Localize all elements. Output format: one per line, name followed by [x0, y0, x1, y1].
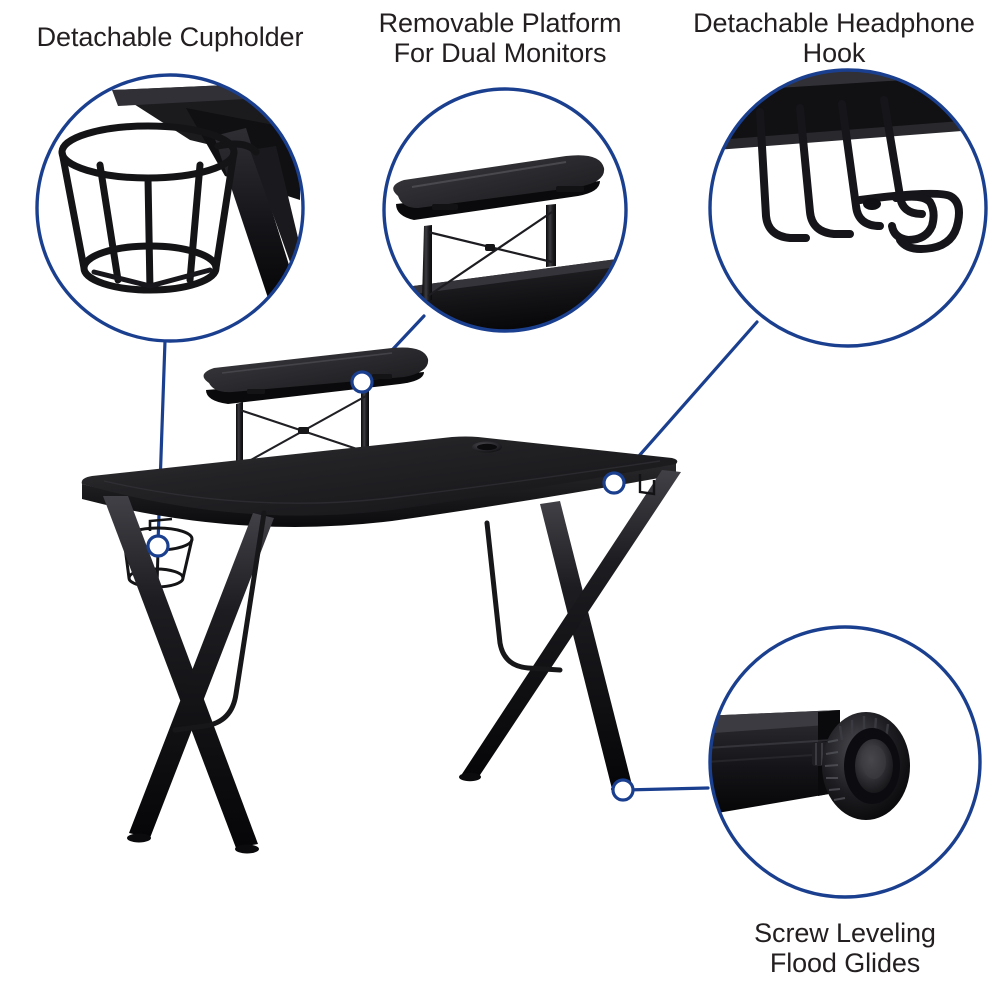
- callout-circle-platform-ring[interactable]: [382, 87, 628, 333]
- headphone-hook: [638, 474, 656, 496]
- marker-screw-glides[interactable]: [611, 778, 635, 802]
- desk-top-surface: [81, 436, 678, 516]
- connector-markers: [146, 370, 635, 802]
- headphone-hook-wire: [638, 474, 656, 496]
- leg-left-foot-front: [235, 844, 259, 854]
- connector-screw-glides: [623, 786, 710, 792]
- cupholder-detail-icon: [37, 75, 303, 341]
- glide-knob: [822, 712, 910, 820]
- screw-leveling-glide-detail-icon: [710, 627, 980, 897]
- callout-circle-cupholder[interactable]: [30, 70, 320, 360]
- platform-top-highlight: [221, 352, 393, 374]
- leg-left-support-bar: [172, 510, 267, 733]
- platform-tab-left: [247, 389, 265, 394]
- marker-cupholder[interactable]: [146, 534, 170, 558]
- marker-platform[interactable]: [350, 370, 374, 394]
- desk-top-sheen: [103, 460, 661, 504]
- platform-tab-right: [372, 374, 392, 379]
- marker-headphone-hook[interactable]: [602, 471, 626, 495]
- leg-left-foot-back: [127, 833, 151, 843]
- platform-top-surface: [203, 347, 429, 393]
- x-leg-right: [459, 470, 681, 794]
- callout-circle-headphone-hook-ring[interactable]: [708, 68, 988, 348]
- callout-circle-headphone-hook[interactable]: [708, 60, 1000, 350]
- leg-right-support-bar: [484, 520, 563, 673]
- leg-left-front: [103, 496, 258, 848]
- callout-circle-platform[interactable]: [382, 87, 640, 340]
- leg-right-front: [540, 501, 632, 789]
- cable-grommet-inner: [477, 443, 497, 451]
- leg-left-back: [129, 513, 274, 838]
- monitor-platform-detail-icon: [384, 89, 626, 331]
- callout-circle-screw-glides-ring[interactable]: [708, 625, 982, 899]
- leg-right-foot-back: [459, 772, 481, 782]
- callout-circle-screw-glides[interactable]: [700, 625, 984, 902]
- platform-x-brace-center: [298, 427, 309, 434]
- x-leg-left: [103, 496, 274, 854]
- gaming-desk-illustration: [81, 347, 681, 854]
- leg-right-back: [462, 470, 681, 778]
- desk-top: [81, 436, 678, 528]
- cupholder-wire-3: [181, 538, 194, 579]
- platform-leg-right: [361, 390, 369, 452]
- callout-circle-cupholder-ring[interactable]: [35, 73, 305, 343]
- cupholder-bracket: [148, 517, 173, 531]
- platform-leg-left: [236, 402, 243, 470]
